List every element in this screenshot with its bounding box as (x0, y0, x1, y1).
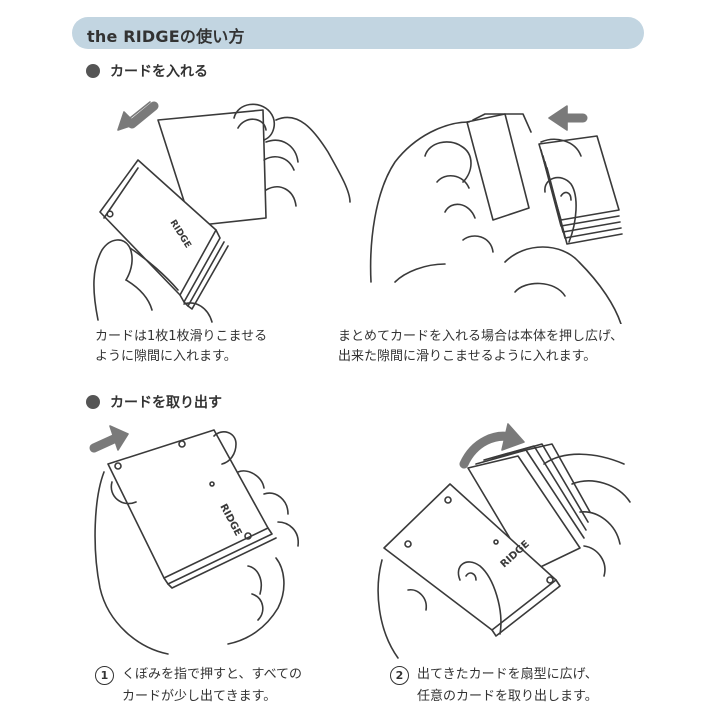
step-number-badge: 1 (95, 666, 114, 685)
caption-line: まとめてカードを入れる場合は本体を押し広げ、 (338, 329, 624, 344)
caption-step-2: 2 出てきたカードを扇型に広げ、 任意のカードを取り出します。 (390, 664, 598, 708)
section-heading-remove: カードを取り出す (86, 392, 222, 412)
caption-step-1: 1 くぼみを指で押すと、すべての カードが少し出てきます。 (95, 664, 302, 708)
section-heading-insert: カードを入れる (86, 61, 208, 81)
bullet-icon (86, 395, 100, 409)
illustration-insert-stack (369, 105, 623, 324)
header-bar: the RIDGEの使い方 (72, 17, 644, 49)
illustration-insert-single: RIDGE (93, 101, 351, 323)
step-number-badge: 2 (390, 666, 409, 685)
arrow-up-right-icon (89, 425, 129, 453)
caption-line: 出てきたカードを扇型に広げ、 (417, 667, 598, 682)
section-title-remove: カードを取り出す (110, 395, 222, 411)
caption-insert-single: カードは1枚1枚滑りこませる ように隙間に入れます。 (95, 327, 267, 367)
arrow-down-left-icon (117, 101, 159, 131)
caption-insert-stack: まとめてカードを入れる場合は本体を押し広げ、 出来た隙間に滑りこませるように入れ… (338, 327, 623, 367)
illustration-fan-out: RIDGE (377, 423, 631, 659)
caption-line: ように隙間に入れます。 (95, 349, 237, 364)
section-title-insert: カードを入れる (110, 64, 208, 80)
caption-line: カードは1枚1枚滑りこませる (95, 329, 268, 344)
caption-line: カードが少し出てきます。 (122, 689, 277, 704)
rotate-arrow-icon (459, 423, 525, 469)
illustration-push-out: RIDGE (89, 425, 299, 655)
bullet-icon (86, 64, 100, 78)
arrow-left-icon (548, 105, 588, 131)
caption-line: 任意のカードを取り出します。 (417, 689, 598, 704)
page-title: the RIDGEの使い方 (87, 27, 245, 46)
caption-line: 出来た隙間に滑りこませるように入れます。 (338, 349, 597, 364)
caption-line: くぼみを指で押すと、すべての (122, 667, 303, 682)
